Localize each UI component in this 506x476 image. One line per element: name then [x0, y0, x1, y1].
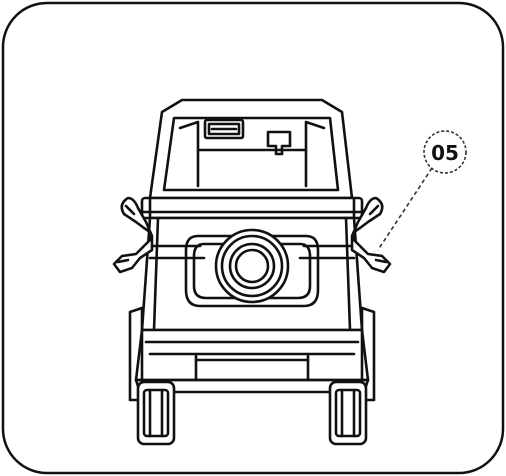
callout-circle: [423, 130, 467, 174]
callout-leader-line: [377, 167, 433, 251]
hose-clip-icon: [112, 196, 392, 274]
right-wheel: [328, 380, 368, 446]
left-wheel: [136, 380, 176, 446]
callout: 05: [377, 130, 467, 251]
vacuum-cleaner-illustration: [128, 98, 376, 446]
callout-label: 05: [431, 141, 459, 165]
